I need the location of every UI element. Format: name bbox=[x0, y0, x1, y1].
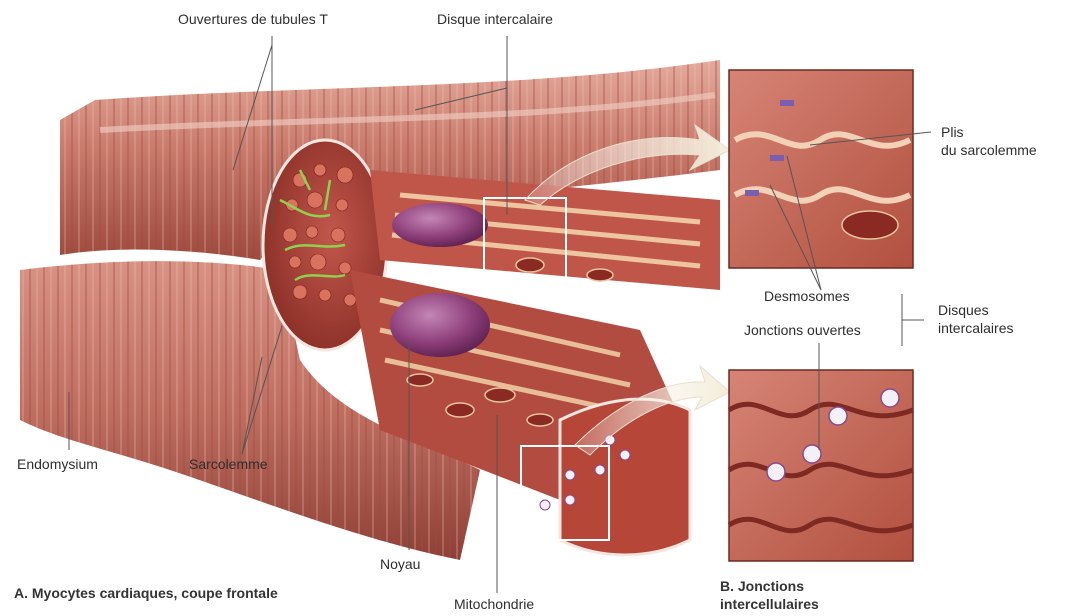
label-ouvertures-tubules-t: Ouvertures de tubules T bbox=[178, 11, 328, 27]
label-noyau: Noyau bbox=[380, 556, 420, 572]
label-disques-line1: Disques bbox=[938, 302, 989, 318]
caption-a: A. Myocytes cardiaques, coupe frontale bbox=[14, 585, 278, 602]
label-desmosomes: Desmosomes bbox=[764, 288, 850, 304]
nucleus-upper bbox=[392, 203, 488, 247]
label-jonctions-ouvertes: Jonctions ouvertes bbox=[744, 322, 861, 338]
caption-b-line2: intercellulaires bbox=[720, 596, 819, 613]
nucleus-lower bbox=[390, 293, 490, 357]
caption-b-line1: B. Jonctions bbox=[720, 578, 804, 595]
inset-sarcolemma-folds bbox=[729, 70, 913, 268]
label-plis-line1: Plis bbox=[941, 124, 964, 140]
label-sarcolemme: Sarcolemme bbox=[189, 456, 268, 472]
label-disques-line2: intercalaires bbox=[938, 320, 1013, 336]
label-disque-intercalaire: Disque intercalaire bbox=[437, 11, 553, 27]
inset-mitochondrion bbox=[842, 211, 898, 239]
label-mitochondrie: Mitochondrie bbox=[454, 596, 534, 612]
label-plis-line2: du sarcolemme bbox=[941, 142, 1037, 158]
label-endomysium: Endomysium bbox=[17, 456, 98, 472]
